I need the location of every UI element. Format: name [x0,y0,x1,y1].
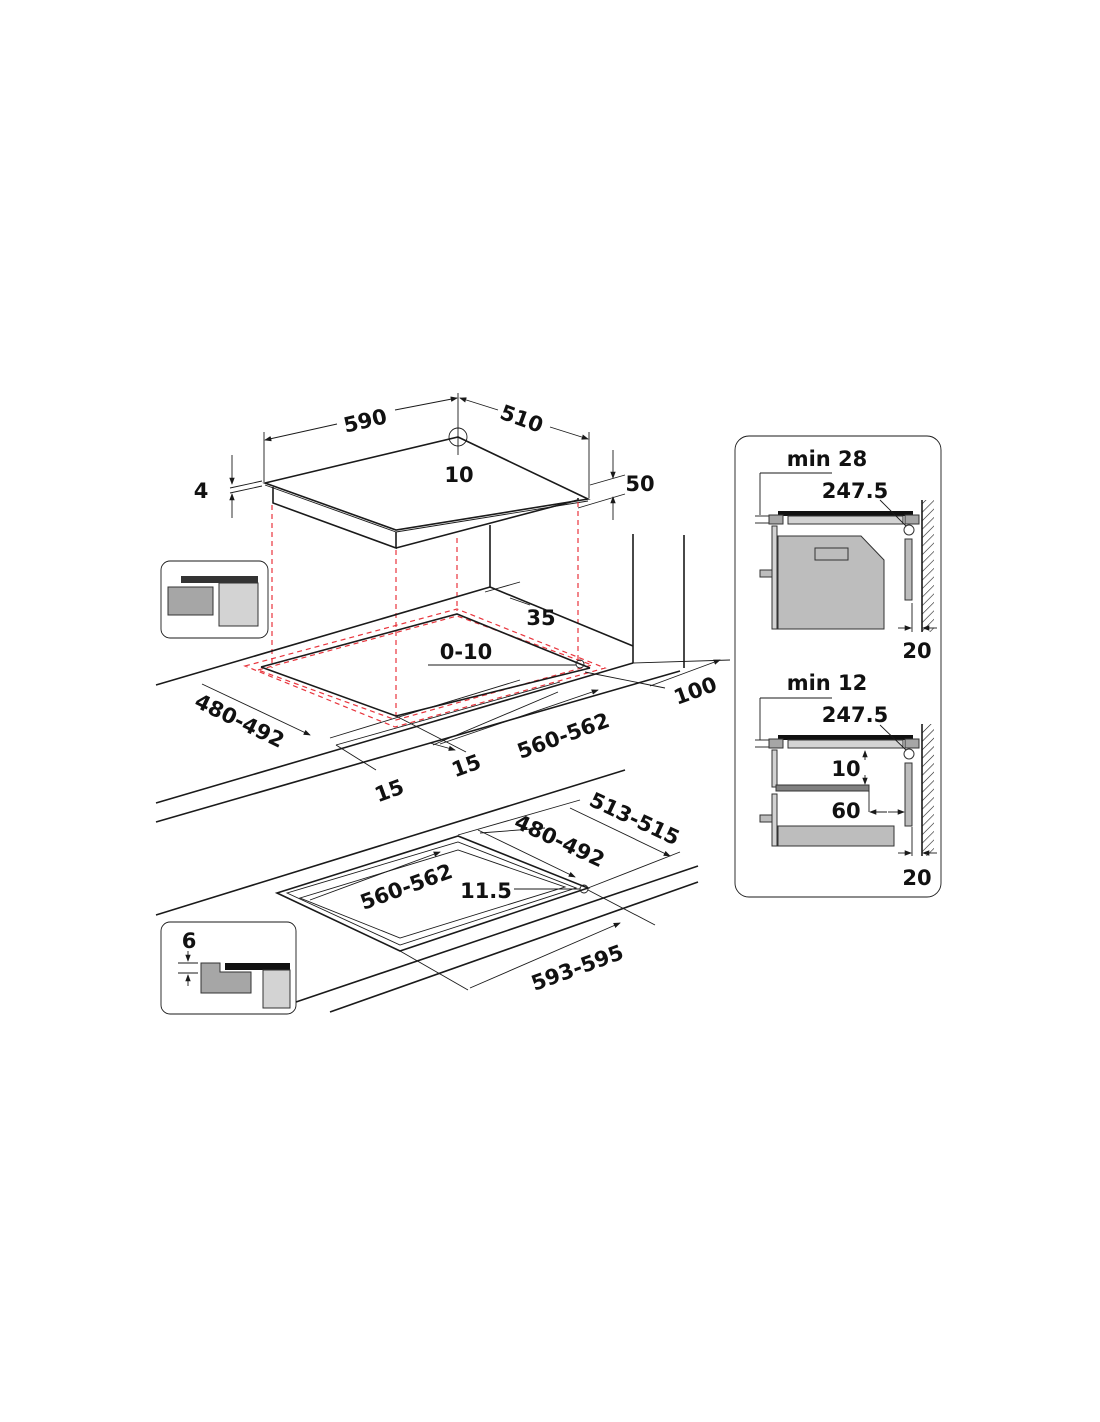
dim-rebate-depth: 6 [182,929,197,953]
dim-front-margin-a: 15 [449,750,485,783]
lower-gap-vertical: 10 [831,757,860,781]
dim-hob-width: 590 [341,404,389,437]
upper-min-label: min 28 [787,447,868,471]
dim-cutout-offset: 0-10 [440,640,493,664]
upper-dimension: 247.5 [822,479,888,503]
dim-front-margin-b: 15 [372,775,408,808]
dim-cutout-depth: 480-492 [191,689,288,753]
upper-wall-gap: 20 [902,639,931,663]
side-section-panel [734,435,942,898]
inset-flush-mount [160,921,297,1015]
dim-wall-distance: 100 [671,672,720,710]
lower-wall-gap: 20 [902,866,931,890]
projection-lines [243,502,607,728]
dim-hob-height: 50 [625,472,654,496]
dim-corner-radius: 10 [444,463,473,487]
hob [262,427,591,550]
dim-flush-outer-depth: 513-515 [586,788,684,850]
dim-hob-depth: 510 [497,400,546,438]
lower-min-label: min 12 [787,671,868,695]
dim-flush-outer-width: 593-595 [528,940,627,996]
inset-standard-mount [160,560,269,639]
hob-dimensions [229,393,626,520]
flush-countertop [155,769,699,1013]
dim-rear-clearance: 35 [526,606,555,630]
lower-gap-horizontal: 60 [831,799,860,823]
oven-section-lower [755,697,937,856]
countertop [155,525,731,823]
oven-section-upper [755,472,937,632]
lower-dimension: 247.5 [822,703,888,727]
dim-flush-rebate: 11.5 [460,879,512,903]
dim-cutout-width: 560-562 [514,708,613,764]
dim-glass-thickness: 4 [194,479,209,503]
